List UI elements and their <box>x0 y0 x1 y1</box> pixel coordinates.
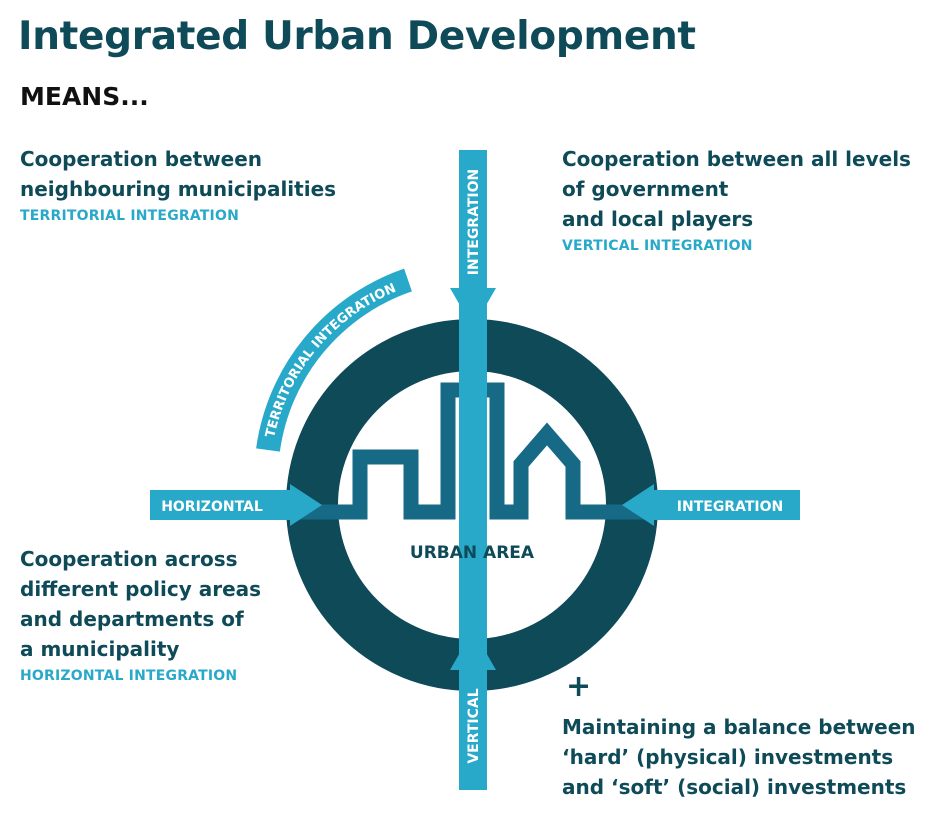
vertical-integration-band <box>459 150 487 790</box>
vertical-line-1: Cooperation between all levels <box>562 147 911 171</box>
territorial-tag: TERRITORIAL INTEGRATION <box>20 208 239 224</box>
right-arrow-head <box>622 484 654 526</box>
balance-line-2: ‘hard’ (physical) investments <box>562 745 894 769</box>
territorial-integration-block: Cooperation between neighbouring municip… <box>20 144 336 226</box>
balance-block: Maintaining a balance between ‘hard’ (ph… <box>562 712 916 802</box>
right-arrow-label: INTEGRATION <box>677 499 783 515</box>
page-title: Integrated Urban Development <box>18 14 696 59</box>
urban-area-label: URBAN AREA <box>410 543 535 563</box>
horizontal-line-1: Cooperation across <box>20 547 238 571</box>
top-arrow-label: INTEGRATION <box>466 169 482 275</box>
horizontal-tag: HORIZONTAL INTEGRATION <box>20 668 238 684</box>
integration-arrow-bar <box>652 490 800 520</box>
horizontal-line-4: a municipality <box>20 637 180 661</box>
plus-icon: + <box>566 669 592 704</box>
horizontal-arrow-bar <box>150 490 292 520</box>
vertical-line-3: and local players <box>562 207 754 231</box>
vertical-line-2: of government <box>562 177 729 201</box>
top-arrow-head <box>450 288 496 328</box>
horizontal-integration-block: Cooperation across different policy area… <box>20 544 261 686</box>
left-arrow-label: HORIZONTAL <box>161 499 263 515</box>
balance-line-1: Maintaining a balance between <box>562 715 916 739</box>
horizontal-line-2: different policy areas <box>20 577 262 601</box>
left-arrow-head <box>290 484 322 526</box>
vertical-integration-block: Cooperation between all levels of govern… <box>562 144 911 256</box>
vertical-tag: VERTICAL INTEGRATION <box>562 238 753 254</box>
bottom-arrow-head <box>450 630 496 670</box>
territorial-arc-band <box>256 268 412 452</box>
bottom-arrow-label: VERTICAL <box>466 688 482 763</box>
page-subtitle: MEANS... <box>20 82 149 111</box>
balance-line-3: and ‘soft’ (social) investments <box>562 775 907 799</box>
skyline-outline <box>300 382 645 520</box>
horizontal-line-3: and departments of <box>20 607 244 631</box>
territorial-line-1: Cooperation between <box>20 147 263 171</box>
territorial-line-2: neighbouring municipalities <box>20 177 337 201</box>
